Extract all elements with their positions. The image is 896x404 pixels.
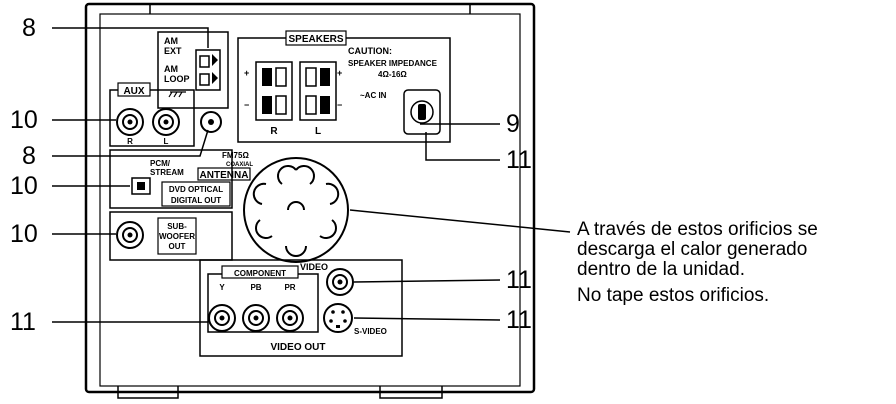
woofer-label: WOOFER: [159, 232, 195, 241]
ac-inlet: ~AC IN: [360, 89, 441, 135]
antenna-label: ANTENNA: [200, 170, 249, 181]
impedance-value: 4Ω-16Ω: [378, 70, 407, 79]
s-video-label: S-VIDEO: [354, 327, 387, 336]
pcm-stream-label: PCM/STREAM: [150, 159, 184, 177]
speakers-label: SPEAKERS: [288, 34, 343, 45]
callout-component: 11: [10, 308, 36, 336]
callout-s-video: 11: [506, 306, 532, 334]
caption-line-4: No tape estos orificios.: [577, 285, 770, 306]
aux-r-label: R: [127, 137, 133, 146]
caption-line-3: dentro de la unidad.: [577, 259, 745, 280]
speaker-l-label: L: [315, 126, 321, 137]
coaxial-label: COAXIAL: [226, 162, 253, 168]
video-outputs: COMPONENT VIDEO Y PB PR S-VIDEO VIDEO OU…: [199, 259, 403, 357]
callout-fm: 8: [22, 142, 36, 170]
callout-optical: 10: [10, 172, 38, 200]
caution-label: CAUTION:: [348, 46, 392, 56]
video-label: VIDEO: [300, 262, 328, 272]
pb-label: PB: [250, 283, 261, 292]
dvd-optical-label: DVD OPTICAL: [169, 185, 223, 194]
caption-line-1: A través de estos orificios se: [577, 219, 818, 240]
ac-in-label: ~AC IN: [360, 91, 387, 100]
pr-label: PR: [284, 283, 295, 292]
fm-label: FM75Ω: [222, 151, 249, 160]
digital-out-label: DIGITAL OUT: [171, 196, 221, 205]
aux-l-label: L: [164, 137, 169, 146]
subwoofer-output: SUB- WOOFER OUT: [109, 211, 233, 261]
left-foot: [117, 386, 179, 399]
callout-antenna: 8: [22, 14, 36, 42]
speaker-r-label: R: [270, 126, 278, 137]
ground-icon: [168, 91, 186, 98]
callout-subwoofer: 10: [10, 220, 38, 248]
chassis: [84, 2, 536, 399]
plus-left: +: [244, 68, 249, 78]
plus-right: +: [337, 68, 342, 78]
callout-ac-in: 11: [506, 146, 532, 174]
right-foot: [379, 386, 443, 399]
callout-video: 11: [506, 266, 532, 294]
speaker-terminals: SPEAKERS CAUTION: SPEAKER IMPEDANCE 4Ω-1…: [237, 30, 451, 143]
y-label: Y: [219, 283, 225, 292]
ventilation-caption: A través de estos orificios se descarga …: [577, 220, 892, 306]
aux-label: AUX: [123, 86, 144, 97]
caption-line-2: descarga el calor generado: [577, 239, 808, 260]
optical-output: PCM/STREAM DVD OPTICAL DIGITAL OUT: [109, 149, 233, 209]
callout-speakers: 9: [506, 110, 520, 138]
impedance-label: SPEAKER IMPEDANCE: [348, 59, 438, 68]
component-label: COMPONENT: [234, 269, 286, 278]
callout-leaders: [52, 27, 571, 323]
sub-out-label: OUT: [169, 242, 186, 251]
sub-label: SUB-: [167, 222, 187, 231]
ventilation-holes: [243, 157, 349, 263]
minus-left: −: [244, 100, 249, 110]
video-out-label: VIDEO OUT: [270, 342, 325, 353]
aux-input: AUX R L: [109, 82, 195, 147]
fm-coaxial-terminal: FM75Ω COAXIAL ANTENNA: [197, 111, 253, 181]
minus-right: −: [337, 100, 342, 110]
callout-aux: 10: [10, 106, 38, 134]
callout-numbers: 8 10 8 10 10 11 9 11 11 11: [10, 14, 532, 336]
